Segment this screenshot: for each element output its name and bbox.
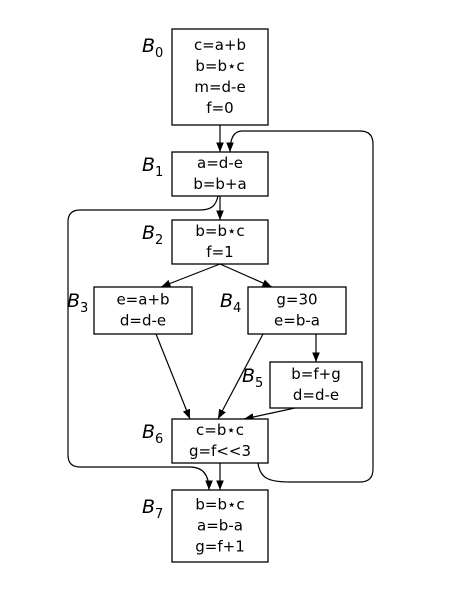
block-box: [171, 489, 269, 563]
block-box: [171, 28, 269, 126]
block-box: [93, 286, 193, 335]
edges: [67, 125, 374, 491]
block-b4: g=30 e=b-a B4: [220, 286, 347, 335]
code-line: b=b+a: [193, 175, 246, 193]
edge-b4-b6: [217, 333, 264, 420]
code-line: g=f<<3: [189, 442, 251, 460]
code-line: b=b⋆c: [195, 496, 244, 514]
block-b6: c=b⋆c g=f<<3 B6: [142, 418, 269, 464]
block-box: [171, 151, 269, 197]
code-line: c=b⋆c: [196, 421, 244, 439]
block-label: B6: [142, 421, 163, 447]
code-line: g=f+1: [195, 538, 244, 556]
blocks: c=a+b b=b⋆c m=d-e f=0 B0 a=d-e b=b+a B1 b=b⋆c f=1…: [67, 28, 363, 563]
code-line: c=a+b: [194, 36, 246, 54]
block-b2: b=b⋆c f=1 B2: [142, 219, 269, 265]
block-box: [171, 418, 269, 464]
edge-b5-b6: [243, 407, 296, 421]
block-b3: e=a+b d=d-e B3: [67, 286, 193, 335]
block-b7: b=b⋆c a=b-a g=f+1 B7: [142, 489, 269, 563]
code-line: f=1: [206, 243, 233, 261]
code-line: b=b⋆c: [195, 57, 244, 75]
block-label: B0: [142, 35, 163, 61]
block-label: B4: [220, 290, 241, 316]
code-line: e=a+b: [116, 291, 169, 309]
edge-b1-b7: [67, 195, 219, 491]
code-line: a=b-a: [197, 517, 243, 535]
block-box: [171, 219, 269, 265]
block-b5: b=f+g d=d-e B5: [242, 361, 363, 409]
code-line: m=d-e: [194, 78, 245, 96]
block-label: B5: [242, 365, 263, 391]
block-b0: c=a+b b=b⋆c m=d-e f=0 B0: [142, 28, 269, 126]
edge-b2-b4: [219, 263, 273, 288]
code-line: f=0: [206, 99, 233, 117]
code-line: d=d-e: [293, 386, 339, 404]
code-line: d=d-e: [120, 312, 166, 330]
block-label: B2: [142, 222, 163, 248]
edge-b3-b6: [155, 333, 191, 420]
edge-b2-b3: [160, 263, 221, 288]
block-label: B7: [142, 496, 163, 522]
code-line: a=d-e: [197, 154, 243, 172]
block-label: B3: [67, 290, 88, 316]
code-line: g=30: [276, 291, 317, 309]
block-label: B1: [142, 154, 163, 180]
code-line: e=b-a: [274, 312, 320, 330]
code-line: b=f+g: [291, 365, 340, 383]
edge-b6-b1: [226, 130, 374, 483]
block-box: [247, 286, 347, 335]
code-line: b=b⋆c: [195, 222, 244, 240]
block-b1: a=d-e b=b+a B1: [142, 151, 269, 197]
block-box: [269, 361, 363, 409]
